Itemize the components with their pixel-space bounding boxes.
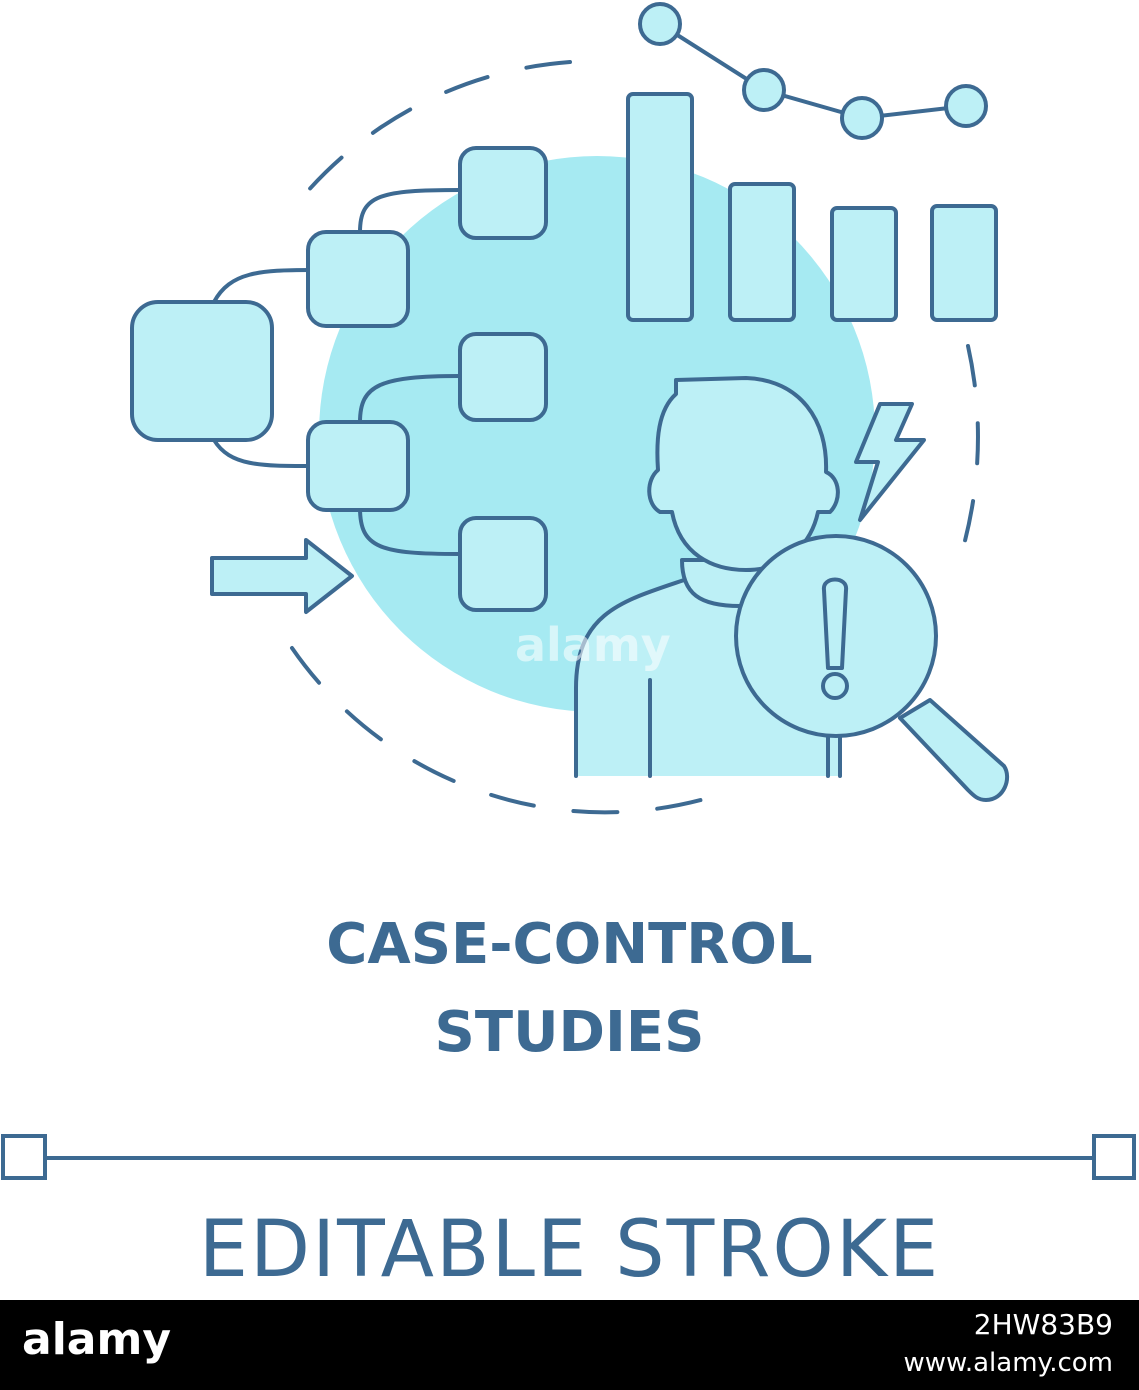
editable-stroke-bar — [1, 1134, 1136, 1180]
line-point-1 — [638, 2, 682, 46]
dashed-ring — [290, 60, 980, 815]
arrow-right-icon — [210, 538, 354, 614]
line-point-3 — [840, 96, 884, 140]
title-line-2: STUDIES — [434, 1000, 705, 1065]
bar-3 — [830, 206, 898, 322]
image-id: 2HW83B9 — [973, 1308, 1113, 1341]
stroke-handle-left — [1, 1134, 47, 1180]
exclamation-mark-icon — [822, 577, 848, 670]
watermark: alamy — [515, 618, 671, 672]
alamy-logo: alamy — [22, 1314, 171, 1365]
line-chart-icon — [638, 2, 988, 140]
flowchart-icon — [130, 146, 548, 612]
bar-4 — [930, 204, 998, 322]
case-control-illustration — [130, 2, 1010, 815]
line-point-2 — [742, 68, 786, 112]
footer-bar: alamy 2HW83B9 www.alamy.com — [0, 1300, 1139, 1390]
bar-2 — [728, 182, 796, 322]
title-line-1: CASE-CONTROL — [326, 912, 813, 977]
bar-chart-icon — [626, 92, 998, 322]
magnifier-warning-icon — [734, 534, 1010, 802]
line-point-4 — [944, 84, 988, 128]
editable-stroke-label: EDITABLE STROKE — [198, 1205, 941, 1295]
bar-1 — [626, 92, 694, 322]
lightning-icon — [854, 402, 926, 522]
footer-url: www.alamy.com — [903, 1348, 1113, 1378]
stroke-handle-right — [1092, 1134, 1136, 1180]
